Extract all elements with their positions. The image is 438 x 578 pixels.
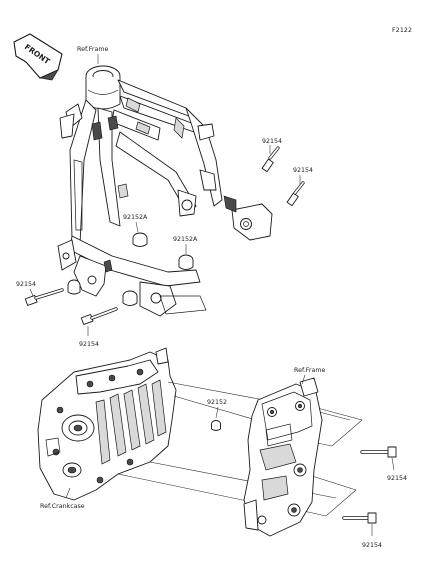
crankcase <box>37 347 177 501</box>
bolt-right-1-label: 92154 <box>387 475 407 482</box>
bolt-left: 92154 <box>16 279 81 306</box>
collar-a-2-label: 92152A <box>173 236 198 243</box>
bolt-right-2: 92154 <box>342 512 382 549</box>
bolt-right-2-label: 92154 <box>362 542 382 549</box>
bolt-upper-2-label: 92154 <box>293 167 313 174</box>
collar-a-2: 92152A <box>173 236 198 270</box>
collar-small-label: 92152 <box>207 399 227 406</box>
bolt-upper-1: 92154 <box>261 138 282 173</box>
ref-crankcase-leader <box>65 487 71 499</box>
ref-frame-top-label: Ref.Frame <box>77 46 108 53</box>
ref-crankcase-label: Ref.Crankcase <box>40 503 85 510</box>
collar-a-1-label: 92152A <box>123 214 148 221</box>
bolt-lower: 92154 <box>79 290 138 348</box>
bolt-left-label: 92154 <box>16 281 36 288</box>
figure-code: F2122 <box>392 27 412 34</box>
collar-a-1: 92152A <box>123 214 148 247</box>
bolt-upper-2: 92154 <box>286 167 313 207</box>
main-frame <box>57 65 273 317</box>
bolt-right-1: 92154 <box>360 446 407 482</box>
bolt-upper-1-label: 92154 <box>262 138 282 145</box>
engine-mount-bracket <box>243 377 323 537</box>
ref-frame-right-leader <box>301 374 306 385</box>
collar-small: 92152 <box>207 399 227 431</box>
front-direction-badge: FRONT <box>13 33 63 81</box>
ref-frame-right-label: Ref.Frame <box>294 367 325 374</box>
bolt-lower-label: 92154 <box>79 341 99 348</box>
